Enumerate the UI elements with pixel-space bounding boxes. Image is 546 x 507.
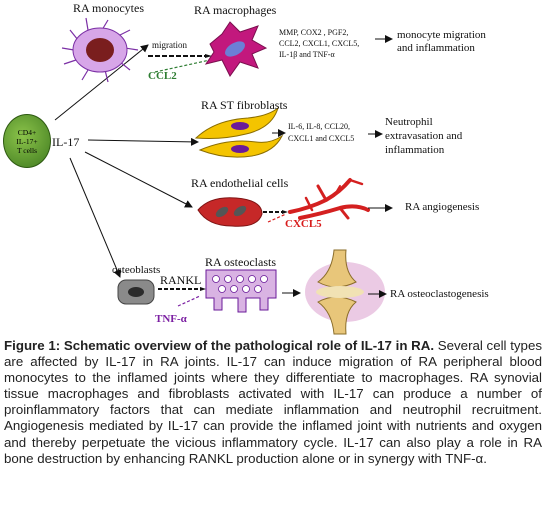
ccl2-label: CCL2 [148, 70, 177, 82]
osteoblast-cell [117, 279, 155, 305]
il17-arrows [54, 44, 199, 278]
endothelial-label: RA endothelial cells [191, 176, 289, 190]
fibroblast-outcome-2: extravasation and [385, 130, 463, 142]
fibroblast-outcome-1: Neutrophil [385, 116, 433, 128]
macrophage-factors-3: IL-1β and TNF-α [279, 50, 335, 59]
ccl2-arrow [154, 59, 211, 73]
rankl-label: RANKL [160, 273, 202, 287]
macrophage-factors-2: CCL2, CXCL1, CXCL5, [279, 39, 360, 48]
figure-caption: Figure 1: Schematic overview of the path… [4, 338, 542, 467]
macrophage-outcome-2: and inflammation [397, 42, 475, 54]
pathology-diagram: CD4+ IL-17+ T cells IL-17 RA monocytes m… [3, 1, 489, 335]
endothelial-cell [197, 197, 263, 227]
fibroblast-factors-2: CXCL1 and CXCL5 [288, 134, 355, 143]
caption-title: Figure 1: Schematic overview of the path… [4, 338, 435, 353]
t-cell: CD4+ IL-17+ T cells [3, 114, 51, 168]
tcell-line-1: CD4+ [17, 128, 37, 137]
endothelial-outcome: RA angiogenesis [405, 201, 480, 213]
fibroblasts-label: RA ST fibroblasts [201, 98, 288, 112]
cxcl5-label: CXCL5 [285, 218, 322, 230]
macrophage-factors-1: MMP, COX2 , PGF2, [279, 28, 349, 37]
osteoblasts-label: osteoblasts [112, 264, 161, 276]
osteoclast-cell [205, 269, 277, 313]
tcell-line-3: T cells [16, 146, 38, 155]
fibroblast-factors-1: IL-6, IL-8, CCL20, [288, 122, 350, 131]
tcell-line-2: IL-17+ [16, 137, 38, 146]
macrophage-cell [204, 21, 268, 77]
macrophage-outcome-1: monocyte migration [397, 29, 486, 41]
joint-icon [305, 249, 385, 335]
osteoclast-outcome: RA osteoclastogenesis [390, 288, 489, 300]
monocyte-cell [61, 17, 139, 83]
monocytes-label: RA monocytes [73, 1, 144, 15]
il17-label: IL-17 [52, 135, 80, 149]
diagram-graphics [54, 17, 393, 335]
macrophages-label: RA macrophages [194, 3, 277, 17]
migration-label: migration [152, 40, 187, 50]
fibroblast-outcome-3: inflammation [385, 144, 445, 156]
blood-vessel-icon [288, 178, 370, 220]
caption-body: Several cell types are affected by IL-17… [4, 338, 542, 466]
fibroblast-cell [194, 106, 284, 158]
osteoclasts-label: RA osteoclasts [205, 255, 276, 269]
tnf-label: TNF-α [155, 313, 187, 325]
